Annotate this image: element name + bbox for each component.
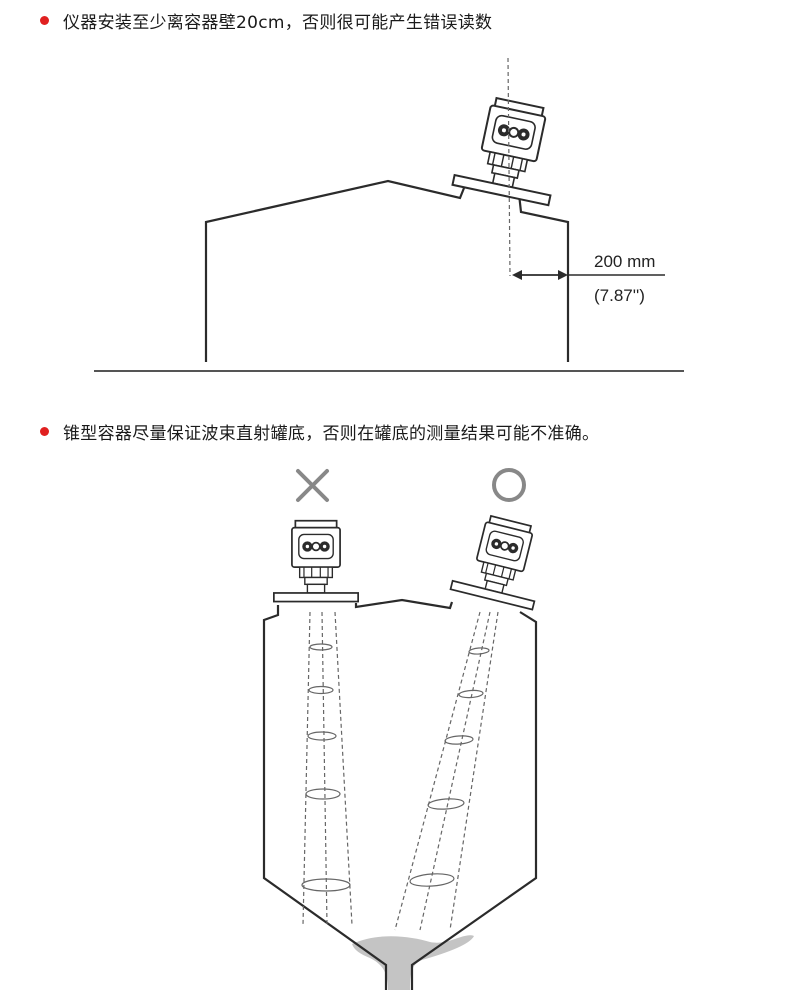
radar-sensor-angled-icon bbox=[449, 509, 553, 611]
material-pile bbox=[352, 935, 474, 990]
beam-angled bbox=[394, 611, 499, 931]
sensor-axis-line bbox=[507, 57, 511, 277]
note-wall-distance-text: 仪器安装至少离容器壁20cm，否则很可能产生错误读数 bbox=[63, 13, 493, 33]
note-beam-direction-text: 锥型容器尽量保证波束直射罐底，否则在罐底的测量结果可能不准确。 bbox=[63, 424, 600, 444]
distance-label-mm: 200 mm bbox=[594, 252, 655, 271]
tank-outline-right bbox=[517, 193, 570, 362]
tank-wall-distance-diagram: 200 mm (7.87'') bbox=[94, 57, 684, 372]
distance-label-inch: (7.87'') bbox=[594, 286, 645, 305]
cone-tank-top bbox=[354, 598, 454, 610]
beam-vertical bbox=[301, 611, 353, 926]
note-wall-distance: 仪器安装至少离容器壁20cm，否则很可能产生错误读数 bbox=[40, 8, 492, 33]
cone-tank-diagram bbox=[262, 468, 553, 990]
arrow-head-right-icon bbox=[558, 270, 568, 280]
radar-sensor-icon bbox=[451, 91, 569, 207]
tank-outline bbox=[204, 179, 466, 362]
cone-tank-outline bbox=[262, 605, 388, 990]
circle-icon bbox=[492, 468, 526, 502]
cross-icon bbox=[296, 469, 329, 502]
cone-tank-outline-right bbox=[410, 611, 538, 990]
note-beam-direction: 锥型容器尽量保证波束直射罐底，否则在罐底的测量结果可能不准确。 bbox=[40, 419, 599, 444]
arrow-head-left-icon bbox=[512, 270, 522, 280]
bullet-dot-icon bbox=[40, 16, 49, 25]
radar-sensor-vertical-icon bbox=[272, 519, 360, 603]
bullet-dot-icon bbox=[40, 427, 49, 436]
